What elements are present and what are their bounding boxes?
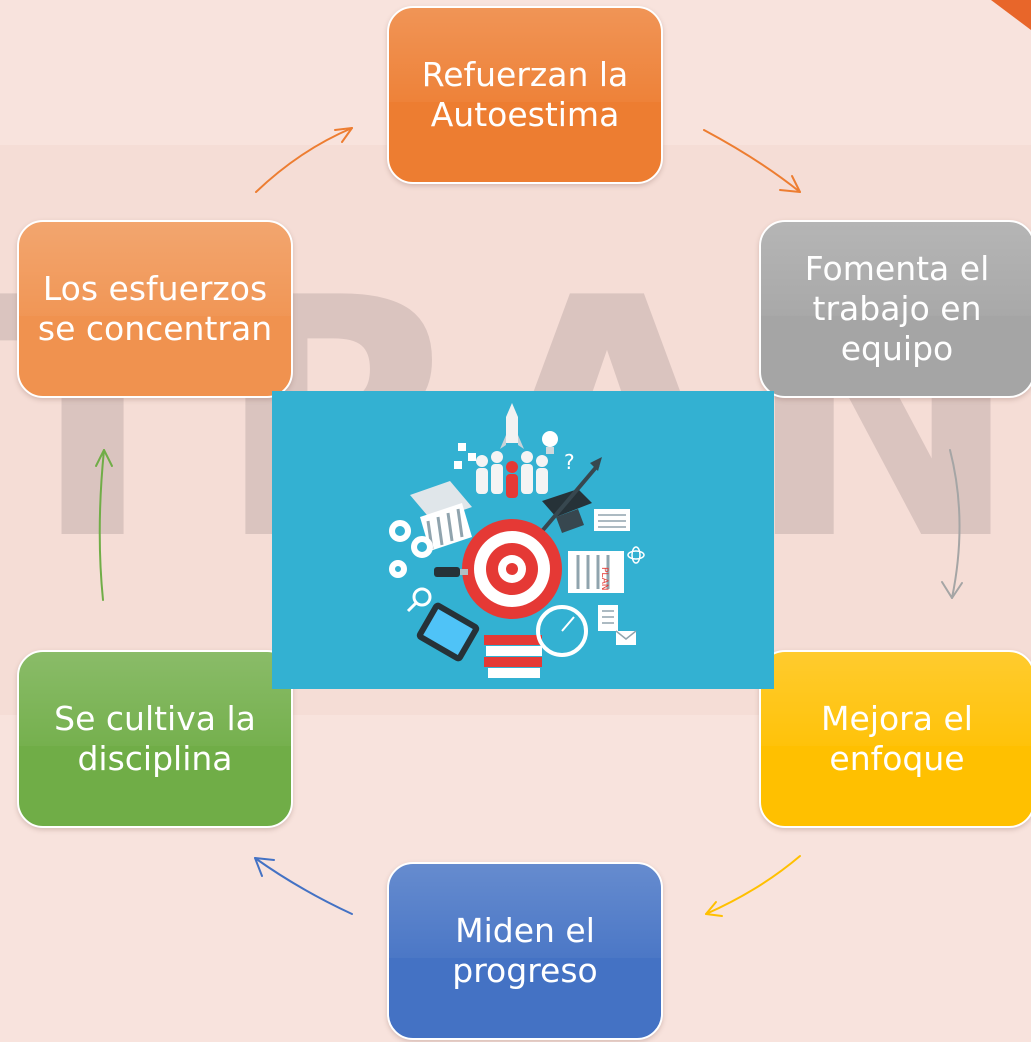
gears-icon [389, 520, 433, 578]
node-mejora-enfoque: Mejora el enfoque [759, 650, 1031, 828]
target-goals-illustration-icon: ? [389, 403, 645, 678]
corner-accent [991, 0, 1031, 30]
svg-text:?: ? [564, 450, 575, 474]
arrow-autoestima-to-equipo [703, 129, 801, 193]
graduation-cap-icon [542, 489, 592, 533]
node-label: Refuerzan la Autoestima [421, 55, 629, 134]
node-label: Miden el progreso [452, 911, 598, 990]
node-refuerzan-autoestima: Refuerzan la Autoestima [387, 6, 663, 184]
chess-pieces-icon [454, 443, 476, 469]
node-miden-progreso: Miden el progreso [387, 862, 663, 1040]
people-group-icon [476, 451, 548, 498]
arrow-disciplina-to-esfuerzos [95, 449, 113, 601]
node-fomenta-trabajo-equipo: Fomenta el trabajo en equipo [759, 220, 1031, 398]
document-icon [598, 605, 618, 631]
lightbulb-icon [542, 431, 558, 454]
rocket-icon [500, 403, 524, 449]
node-cultiva-disciplina: Se cultiva la disciplina [17, 650, 293, 828]
tablet-chart-icon [416, 602, 480, 662]
calendar-icon [594, 509, 630, 531]
atom-icon [627, 546, 645, 564]
books-stack-icon [484, 635, 542, 678]
plan-label: PLAN [599, 567, 609, 591]
arrow-equipo-to-enfoque [941, 449, 963, 599]
node-label: Fomenta el trabajo en equipo [804, 249, 990, 368]
magnifier-icon [406, 587, 432, 613]
bullseye-target-icon [462, 519, 562, 619]
arrow-progreso-to-disciplina [254, 857, 353, 915]
gauge-icon [536, 605, 588, 657]
bank-building-icon [410, 481, 472, 551]
plan-document-icon: PLAN [568, 551, 624, 593]
node-esfuerzos-concentran: Los esfuerzos se concentran [17, 220, 293, 398]
arrow-esfuerzos-to-autoestima [255, 127, 353, 193]
node-label: Los esfuerzos se concentran [37, 269, 273, 348]
envelope-icon [615, 630, 637, 645]
node-label: Se cultiva la disciplina [54, 699, 256, 778]
plug-icon [434, 567, 468, 577]
node-label: Mejora el enfoque [821, 699, 973, 778]
arrow-enfoque-to-progreso [705, 855, 801, 917]
center-illustration: ? [272, 391, 774, 689]
